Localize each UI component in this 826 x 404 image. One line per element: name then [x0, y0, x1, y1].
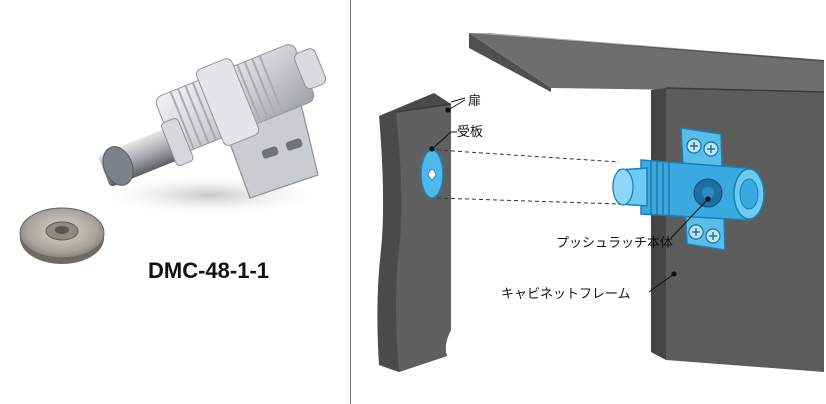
product-photo-panel: DMC-48-1-1	[0, 0, 350, 404]
model-number: DMC-48-1-1	[148, 258, 270, 283]
installation-diagram-panel: 扉 受板 プッシュラッチ本体 キャビネットフレーム	[351, 0, 826, 404]
bracket-slot	[285, 138, 303, 151]
leader-push-latch	[670, 198, 709, 239]
door-panel-front	[396, 104, 451, 372]
alignment-line-bottom	[436, 197, 620, 205]
frame-top-face	[469, 33, 824, 92]
label-push-latch-body: プッシュラッチ本体	[556, 236, 673, 251]
panel-divider	[350, 0, 351, 404]
frame-post-side	[651, 88, 666, 360]
leader-cabinet-frame	[648, 273, 675, 293]
bracket-slot	[261, 146, 279, 159]
frame-top-side	[469, 33, 551, 92]
leader-door	[450, 97, 466, 103]
strike-washer	[19, 207, 105, 264]
leader-strike-plate	[431, 131, 452, 150]
label-door: 扉	[468, 93, 481, 109]
plunger-tip	[102, 146, 134, 186]
label-strike-plate: 受板	[457, 125, 483, 140]
push-latch-graphic	[612, 127, 765, 251]
installation-diagram: 扉 受板 プッシュラッチ本体 キャビネットフレーム	[377, 33, 825, 372]
alignment-line-top	[436, 149, 620, 163]
latch-body	[155, 44, 327, 154]
product-photo	[19, 44, 330, 264]
label-cabinet-frame: キャビネットフレーム	[501, 287, 631, 302]
